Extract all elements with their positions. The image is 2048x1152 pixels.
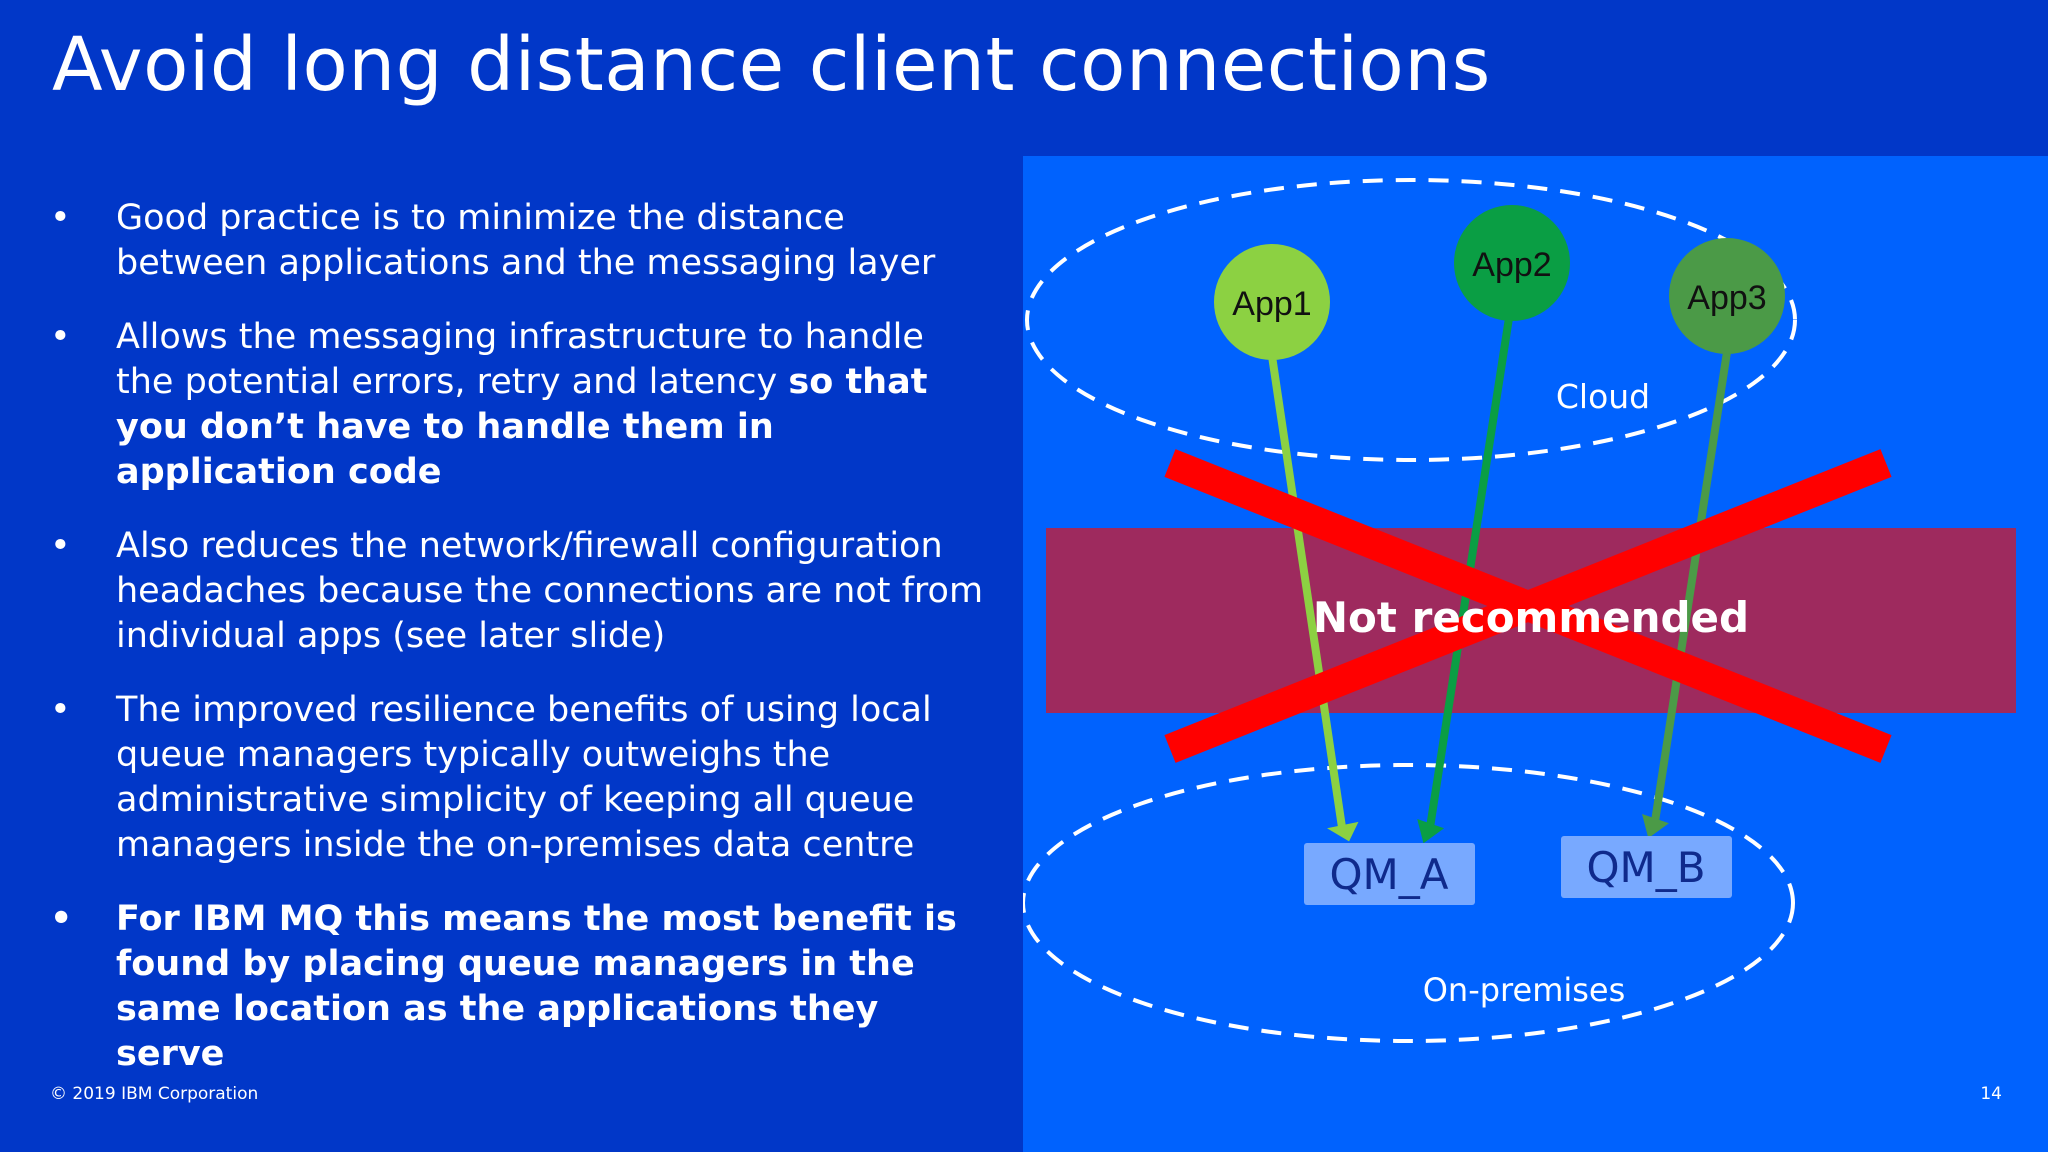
bullet-dot: • <box>50 690 71 730</box>
bullet-text: Good practice is to minimize the distanc… <box>116 198 936 283</box>
bullet-dot: • <box>50 317 71 357</box>
slide-title: Avoid long distance client connections <box>52 22 1491 108</box>
qm-b-node: QM_B <box>1561 836 1732 898</box>
bullet-dot: • <box>50 899 73 939</box>
bullet-text: Allows the messaging infrastructure to h… <box>116 317 924 402</box>
cloud-boundary <box>1025 178 1797 462</box>
red-x-cross-icon <box>1164 449 1892 763</box>
bullet-list: • Good practice is to minimize the dista… <box>50 196 990 1106</box>
connection-app1-qm-a <box>1268 355 1359 842</box>
bullet-item: • Good practice is to minimize the dista… <box>50 196 990 286</box>
app3-node: App3 <box>1669 238 1785 354</box>
app1-node: App1 <box>1214 244 1330 360</box>
bullet-dot: • <box>50 198 71 238</box>
app1-label: App1 <box>1232 285 1311 323</box>
app2-node: App2 <box>1454 205 1570 321</box>
app3-label: App3 <box>1687 279 1766 317</box>
app2-label: App2 <box>1472 246 1551 284</box>
onprem-boundary <box>1023 763 1795 1043</box>
bullet-text: Also reduces the network/firewall config… <box>116 526 984 656</box>
qm-a-label: QM_A <box>1329 850 1448 899</box>
bullet-item: • For IBM MQ this means the most benefit… <box>50 897 990 1077</box>
bullet-item: • Allows the messaging infrastructure to… <box>50 315 990 495</box>
cloud-label: Cloud <box>1556 377 1650 416</box>
bullet-text: The improved resilience benefits of usin… <box>116 690 932 865</box>
bullet-dot: • <box>50 526 71 566</box>
page-number: 14 <box>1980 1084 2002 1104</box>
bullet-emphasis: so that you don’t have to handle them in… <box>116 362 928 492</box>
onprem-label: On-premises <box>1423 971 1626 1009</box>
copyright-footer: © 2019 IBM Corporation <box>50 1084 259 1104</box>
bullet-emphasis: For IBM MQ this means the most benefit i… <box>116 899 957 1074</box>
connection-app3-qm-b <box>1642 351 1731 839</box>
not-recommended-label: Not recommended <box>1313 593 1749 642</box>
connection-diagram: Cloud On-premises Not recommended App1 <box>1023 178 2016 1043</box>
qm-a-node: QM_A <box>1304 843 1475 905</box>
bullet-item: • Also reduces the network/firewall conf… <box>50 524 990 659</box>
diagram-panel: Cloud On-premises Not recommended App1 <box>1023 156 2048 1152</box>
bullet-item: • The improved resilience benefits of us… <box>50 688 990 868</box>
qm-b-label: QM_B <box>1586 843 1705 892</box>
